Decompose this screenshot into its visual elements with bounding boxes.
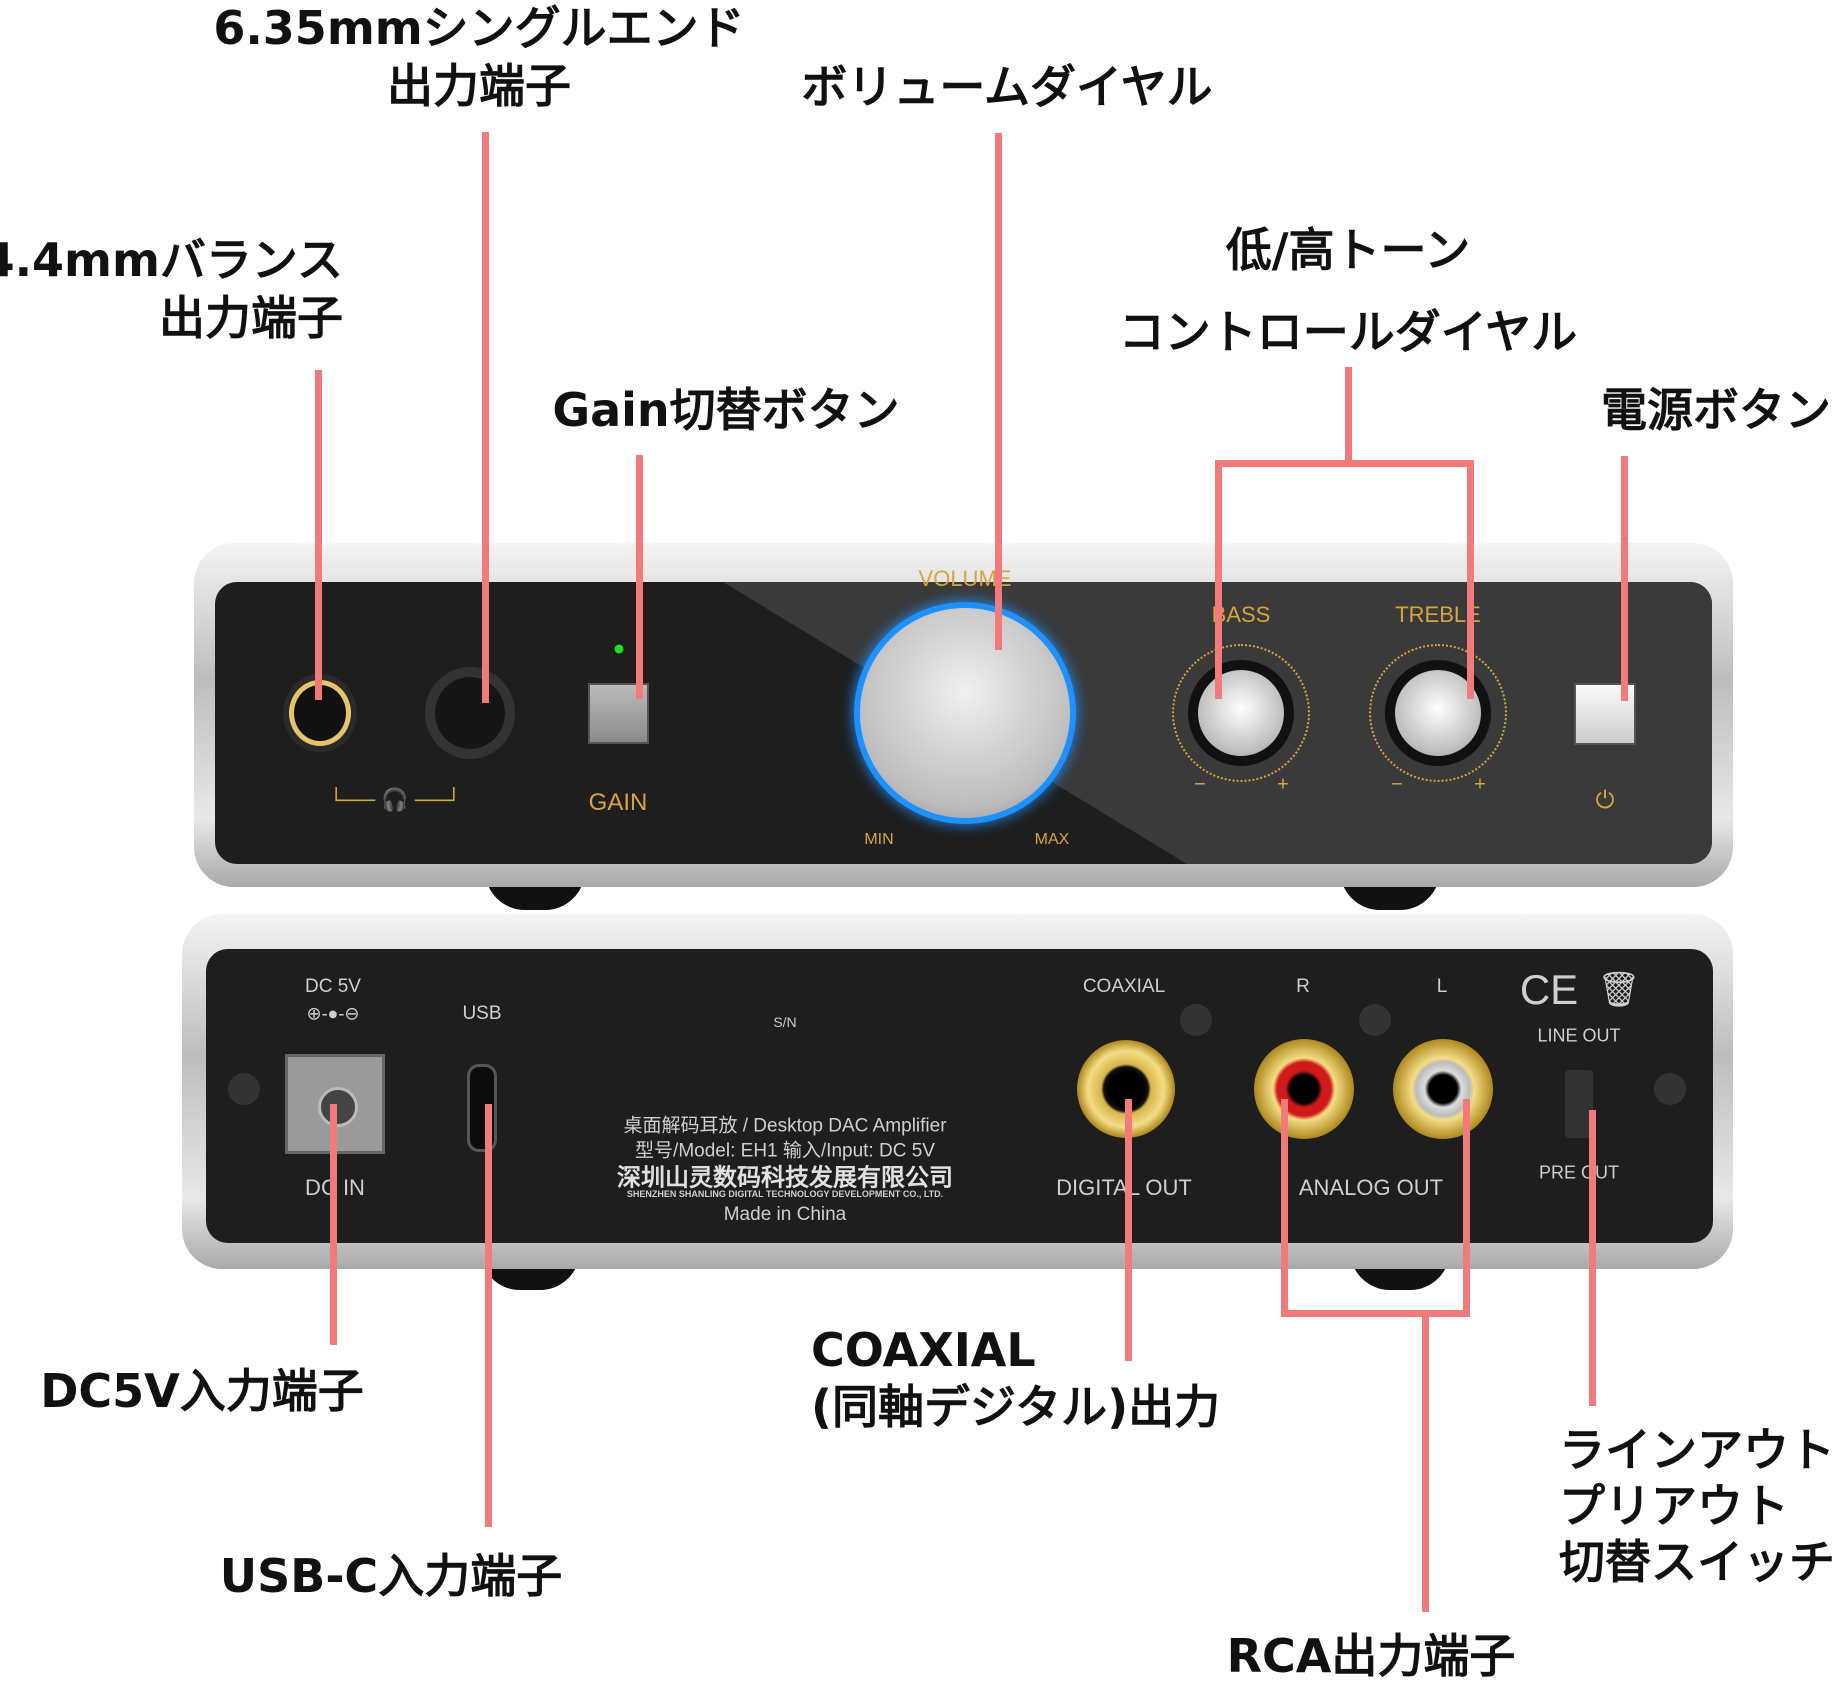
bass-minus: −: [1194, 773, 1206, 796]
analog-out-label: ANALOG OUT: [1298, 1175, 1444, 1200]
callout-line: [1463, 1099, 1470, 1317]
usb-label: USB: [462, 1003, 502, 1024]
callout-switch: ラインアウトプリアウト切替スイッチ: [1559, 1423, 1835, 1589]
screw: [1180, 1004, 1212, 1036]
callout-line: [1215, 460, 1474, 467]
callout-line: [1215, 460, 1222, 699]
weee-bin-icon: 🗑: [1597, 971, 1641, 1009]
pre-out-label: PRE OUT: [1538, 1162, 1620, 1183]
callout-line: [1422, 1310, 1429, 1612]
product-info-line: 型号/Model: EH1 输入/Input: DC 5V: [635, 1140, 935, 1162]
bass-knob[interactable]: [1172, 644, 1310, 782]
callout-line: [1281, 1099, 1288, 1317]
company-name-en: SHENZHEN SHANLING DIGITAL TECHNOLOGY DEV…: [626, 1189, 944, 1199]
usb-c-port[interactable]: [467, 1064, 497, 1152]
callout-coaxial: COAXIAL(同軸デジタル)出力: [811, 1323, 1221, 1434]
treble-knob[interactable]: [1369, 644, 1507, 782]
callout-se-jack: 6.35mmシングルエンド出力端子: [213, 1, 745, 113]
callout-line: [1467, 460, 1474, 699]
gain-led: [614, 644, 624, 654]
screw: [1359, 1004, 1391, 1036]
digital-out-label: DIGITAL OUT: [1056, 1175, 1192, 1200]
rca-r-label: R: [1296, 976, 1310, 997]
made-in-china: Made in China: [723, 1204, 847, 1225]
callout-line: [1281, 1310, 1470, 1317]
bass-plus: +: [1277, 773, 1289, 796]
treble-minus: −: [1391, 773, 1403, 796]
callout-line: [995, 133, 1002, 650]
callout-usb: USB-C入力端子: [219, 1549, 563, 1603]
callout-line: [1621, 456, 1628, 701]
callout-line: [482, 132, 489, 703]
callout-line: [485, 1104, 492, 1527]
coaxial-label: COAXIAL: [1082, 976, 1166, 997]
rca-l-label: L: [1436, 976, 1448, 997]
serial-number-label: S/N: [773, 1014, 797, 1030]
treble-plus: +: [1474, 773, 1486, 796]
callout-rca: RCA出力端子: [1226, 1629, 1516, 1683]
headphone-bracket-icon: └── headphone-icon🎧 ──┘: [328, 787, 462, 812]
volume-max-label: MAX: [1034, 831, 1070, 848]
power-icon: ⏻: [1595, 787, 1615, 814]
callout-balanced-jack: 4.4mmバランス出力端子: [0, 233, 343, 345]
treble-label: TREBLE: [1395, 602, 1481, 627]
screw: [228, 1073, 260, 1105]
callout-tone: 低/高トーンコントロールダイヤル: [1118, 223, 1578, 359]
line-pre-switch[interactable]: [1565, 1070, 1593, 1138]
dc-polarity-symbol: ⊕-●-⊖: [306, 1003, 360, 1024]
ce-mark: CE: [1519, 966, 1579, 1013]
volume-min-label: MIN: [864, 831, 894, 848]
callout-volume: ボリュームダイヤル: [801, 60, 1213, 114]
company-name-cn: 深圳山灵数码科技发展有限公司: [617, 1164, 953, 1192]
volume-knob[interactable]: [854, 602, 1076, 824]
product-info-line: 桌面解码耳放 / Desktop DAC Amplifier: [623, 1115, 947, 1137]
single-ended-6.35mm-jack[interactable]: [425, 667, 515, 759]
rca-left-jack[interactable]: [1393, 1039, 1493, 1139]
screw: [1654, 1073, 1686, 1105]
callout-line: [315, 370, 322, 700]
callout-line: [1589, 1110, 1596, 1406]
callout-line: [1125, 1099, 1132, 1361]
callout-power: 電源ボタン: [1601, 383, 1831, 437]
line-out-label: LINE OUT: [1537, 1025, 1621, 1046]
callout-dc: DC5V入力端子: [40, 1364, 364, 1418]
callout-gain: Gain切替ボタン: [552, 383, 900, 437]
callout-line: [636, 455, 643, 699]
gain-label: GAIN: [588, 789, 648, 816]
dc5v-label: DC 5V: [305, 976, 361, 997]
callout-line: [330, 1104, 337, 1345]
callout-line: [1345, 367, 1352, 464]
rca-right-jack[interactable]: [1254, 1039, 1354, 1139]
